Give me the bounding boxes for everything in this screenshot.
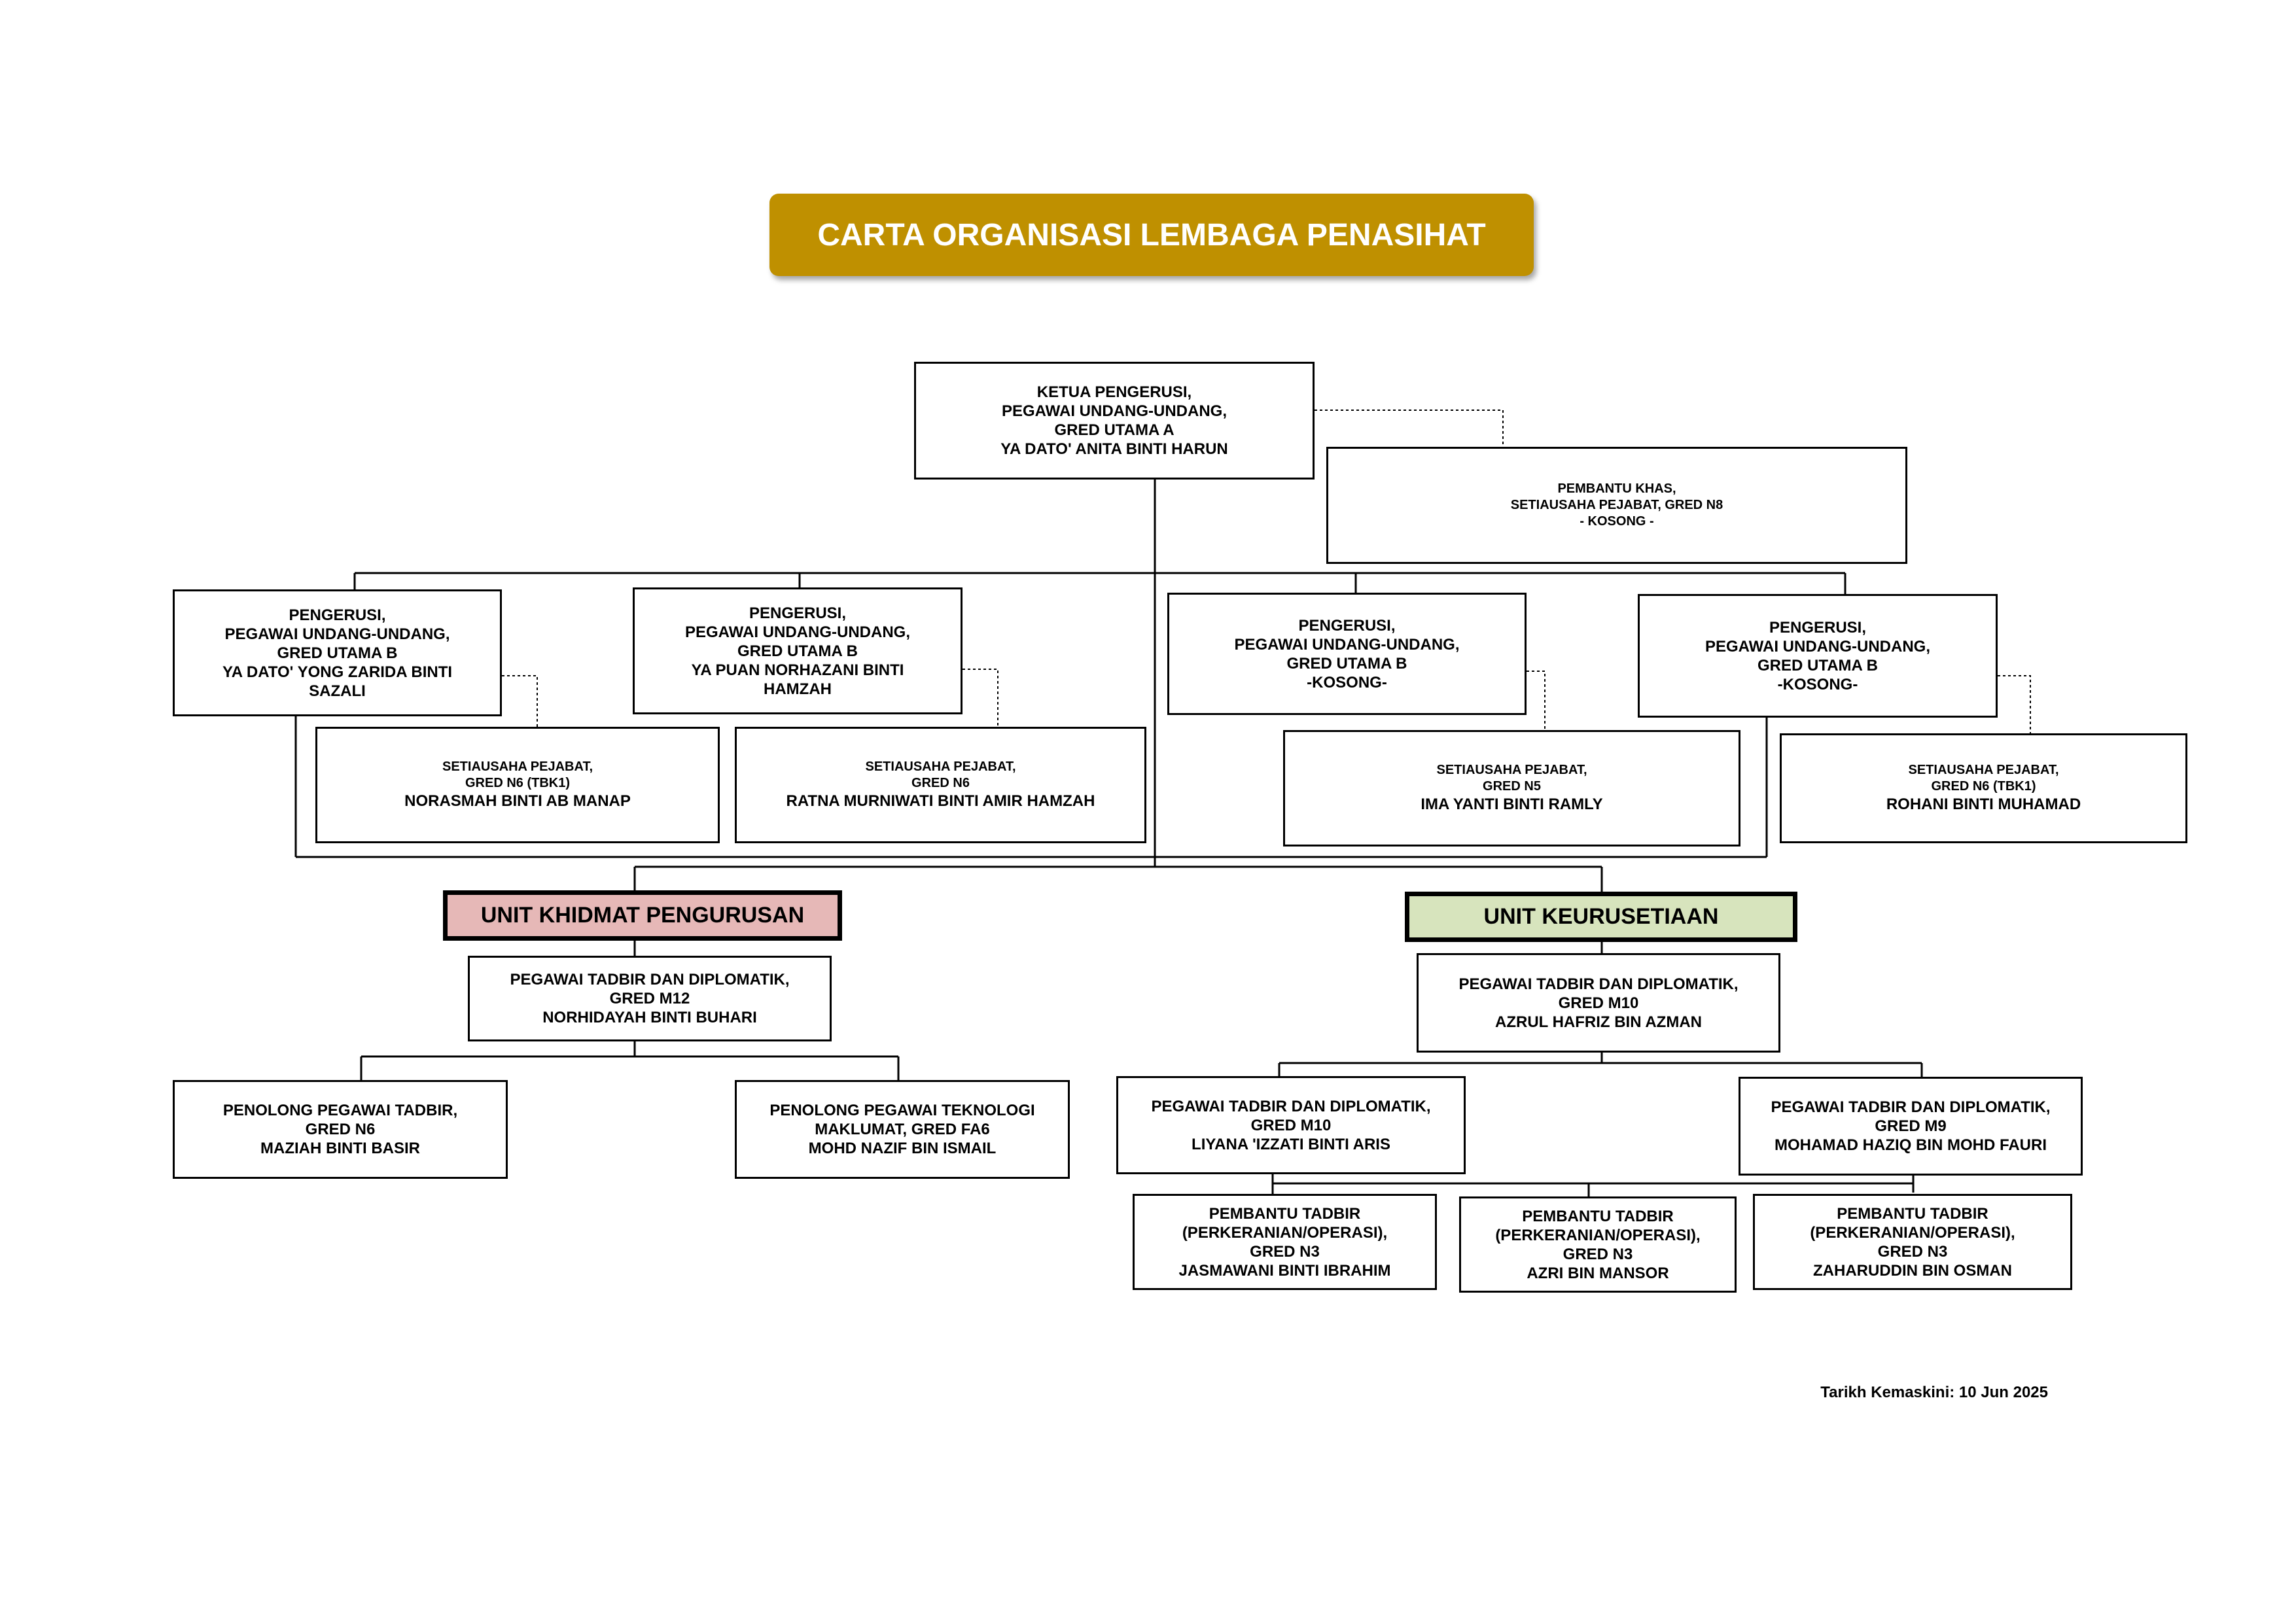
box-setiausaha-1: SETIAUSAHA PEJABAT, GRED N6 (TBK1) NORAS… <box>315 727 720 843</box>
box-penolong-teknologi: PENOLONG PEGAWAI TEKNOLOGI MAKLUMAT, GRE… <box>735 1080 1070 1179</box>
text-line: ZAHARUDDIN BIN OSMAN <box>1813 1261 2012 1280</box>
text-line: GRED UTAMA B <box>1757 656 1878 674</box>
text-line: PEGAWAI UNDANG-UNDANG, <box>684 623 910 641</box>
text-line: -KOSONG- <box>1777 675 1858 693</box>
box-penolong-tadbir: PENOLONG PEGAWAI TADBIR, GRED N6 MAZIAH … <box>173 1080 508 1179</box>
text-line: AZRI BIN MANSOR <box>1527 1264 1669 1282</box>
text-line: GRED UTAMA B <box>1286 654 1407 672</box>
text-line: PEGAWAI TADBIR DAN DIPLOMATIK, <box>1151 1097 1431 1115</box>
text-line: PENGERUSI, <box>749 604 847 622</box>
text-line: GRED N5 <box>1483 779 1541 794</box>
text-line: IMA YANTI BINTI RAMLY <box>1421 795 1603 813</box>
text-line: GRED N3 <box>1877 1242 1948 1261</box>
text-line: (PERKERANIAN/OPERASI), <box>1182 1223 1388 1242</box>
text-line: PEGAWAI UNDANG-UNDANG, <box>224 625 450 643</box>
text-line: SETIAUSAHA PEJABAT, <box>1908 763 2059 777</box>
text-line: GRED N3 <box>1563 1245 1633 1263</box>
text-line: SETIAUSAHA PEJABAT, GRED N8 <box>1510 498 1723 512</box>
text-line: RATNA MURNIWATI BINTI AMIR HAMZAH <box>786 792 1095 810</box>
text-line: GRED M9 <box>1875 1117 1947 1135</box>
text-line: PEMBANTU TADBIR <box>1522 1207 1674 1225</box>
text-line: GRED UTAMA B <box>277 644 398 662</box>
text-line: PENGERUSI, <box>289 606 386 624</box>
text-line: GRED N6 <box>305 1121 376 1138</box>
text-line: YA DATO' YONG ZARIDA BINTI <box>222 663 453 681</box>
text-line: PENOLONG PEGAWAI TEKNOLOGI <box>769 1102 1035 1119</box>
text-line: PEGAWAI TADBIR DAN DIPLOMATIK, <box>1458 975 1739 993</box>
text-line: PEGAWAI UNDANG-UNDANG, <box>1704 637 1930 655</box>
box-pengerusi-1: PENGERUSI, PEGAWAI UNDANG-UNDANG, GRED U… <box>173 589 502 716</box>
text-line: PEGAWAI TADBIR DAN DIPLOMATIK, <box>1771 1098 2051 1116</box>
text-line: GRED N6 (TBK1) <box>465 776 570 790</box>
text-line: PENGERUSI, <box>1298 616 1396 635</box>
text-line: ROHANI BINTI MUHAMAD <box>1886 795 2081 813</box>
box-setiausaha-4: SETIAUSAHA PEJABAT, GRED N6 (TBK1) ROHAN… <box>1780 733 2187 843</box>
text-line: GRED N6 (TBK1) <box>1931 779 2036 794</box>
text-line: GRED N6 <box>911 776 970 790</box>
text-line: GRED M10 <box>1558 994 1639 1012</box>
text-line: PEGAWAI TADBIR DAN DIPLOMATIK, <box>510 971 790 988</box>
text-line: AZRUL HAFRIZ BIN AZMAN <box>1495 1013 1702 1031</box>
text-line: SAZALI <box>309 682 366 700</box>
text-line: KETUA PENGERUSI, <box>1036 383 1192 401</box>
last-updated-date: Tarikh Kemaskini: 10 Jun 2025 <box>1820 1384 2048 1401</box>
box-pengerusi-2: PENGERUSI, PEGAWAI UNDANG-UNDANG, GRED U… <box>633 587 963 714</box>
text-line: YA DATO' ANITA BINTI HARUN <box>1000 440 1228 458</box>
text-line: MOHAMAD HAZIQ BIN MOHD FAURI <box>1775 1136 2047 1154</box>
text-line: SETIAUSAHA PEJABAT, <box>865 759 1016 774</box>
text-line: MAKLUMAT, GRED FA6 <box>815 1121 990 1138</box>
box-pembantu-tadbir-1: PEMBANTU TADBIR (PERKERANIAN/OPERASI), G… <box>1133 1194 1437 1290</box>
text-line: LIYANA 'IZZATI BINTI ARIS <box>1192 1135 1390 1153</box>
unit-keurusetiaan: UNIT KEURUSETIAAN <box>1405 892 1797 942</box>
chart-title: CARTA ORGANISASI LEMBAGA PENASIHAT <box>769 194 1534 276</box>
box-pembantu-tadbir-2: PEMBANTU TADBIR (PERKERANIAN/OPERASI), G… <box>1459 1196 1737 1293</box>
box-pembantu-khas: PEMBANTU KHAS, SETIAUSAHA PEJABAT, GRED … <box>1326 447 1907 564</box>
text-line: JASMAWANI BINTI IBRAHIM <box>1178 1261 1391 1280</box>
box-ptd-m10: PEGAWAI TADBIR DAN DIPLOMATIK, GRED M10 … <box>1116 1076 1466 1174</box>
text-line: YA PUAN NORHAZANI BINTI <box>691 661 904 679</box>
text-line: SETIAUSAHA PEJABAT, <box>442 759 593 774</box>
text-line: GRED N3 <box>1250 1242 1320 1261</box>
text-line: -KOSONG- <box>1307 673 1387 691</box>
text-line: GRED M10 <box>1250 1116 1332 1134</box>
box-setiausaha-2: SETIAUSAHA PEJABAT, GRED N6 RATNA MURNIW… <box>735 727 1146 843</box>
text-line: (PERKERANIAN/OPERASI), <box>1495 1226 1701 1244</box>
text-line: NORASMAH BINTI AB MANAP <box>404 792 631 810</box>
text-line: MAZIAH BINTI BASIR <box>260 1140 420 1157</box>
text-line: PENOLONG PEGAWAI TADBIR, <box>222 1102 458 1119</box>
text-line: MOHD NAZIF BIN ISMAIL <box>808 1140 997 1157</box>
box-pembantu-tadbir-3: PEMBANTU TADBIR (PERKERANIAN/OPERASI), G… <box>1753 1194 2072 1290</box>
unit-khidmat-pengurusan: UNIT KHIDMAT PENGURUSAN <box>443 890 842 941</box>
box-khidmat-head: PEGAWAI TADBIR DAN DIPLOMATIK, GRED M12 … <box>468 956 832 1041</box>
box-pengerusi-3: PENGERUSI, PEGAWAI UNDANG-UNDANG, GRED U… <box>1167 593 1527 715</box>
text-line: HAMZAH <box>764 680 832 698</box>
text-line: PEMBANTU TADBIR <box>1837 1204 1988 1223</box>
text-line: (PERKERANIAN/OPERASI), <box>1810 1223 2015 1242</box>
text-line: PENGERUSI, <box>1769 618 1867 637</box>
text-line: - KOSONG - <box>1580 514 1654 529</box>
text-line: GRED M12 <box>609 990 690 1007</box>
text-line: GRED UTAMA A <box>1054 421 1174 439</box>
box-pengerusi-4: PENGERUSI, PEGAWAI UNDANG-UNDANG, GRED U… <box>1638 594 1998 718</box>
box-setiausaha-3: SETIAUSAHA PEJABAT, GRED N5 IMA YANTI BI… <box>1283 730 1740 846</box>
box-ketua-pengerusi: KETUA PENGERUSI, PEGAWAI UNDANG-UNDANG, … <box>914 362 1315 480</box>
box-ptd-m9: PEGAWAI TADBIR DAN DIPLOMATIK, GRED M9 M… <box>1739 1077 2083 1176</box>
box-keurusetiaan-head: PEGAWAI TADBIR DAN DIPLOMATIK, GRED M10 … <box>1417 953 1780 1053</box>
text-line: PEGAWAI UNDANG-UNDANG, <box>1234 635 1460 654</box>
text-line: PEMBANTU KHAS, <box>1557 481 1676 496</box>
text-line: SETIAUSAHA PEJABAT, <box>1436 763 1587 777</box>
text-line: GRED UTAMA B <box>737 642 858 660</box>
text-line: PEMBANTU TADBIR <box>1209 1204 1361 1223</box>
text-line: NORHIDAYAH BINTI BUHARI <box>542 1009 757 1026</box>
text-line: PEGAWAI UNDANG-UNDANG, <box>1001 402 1227 420</box>
